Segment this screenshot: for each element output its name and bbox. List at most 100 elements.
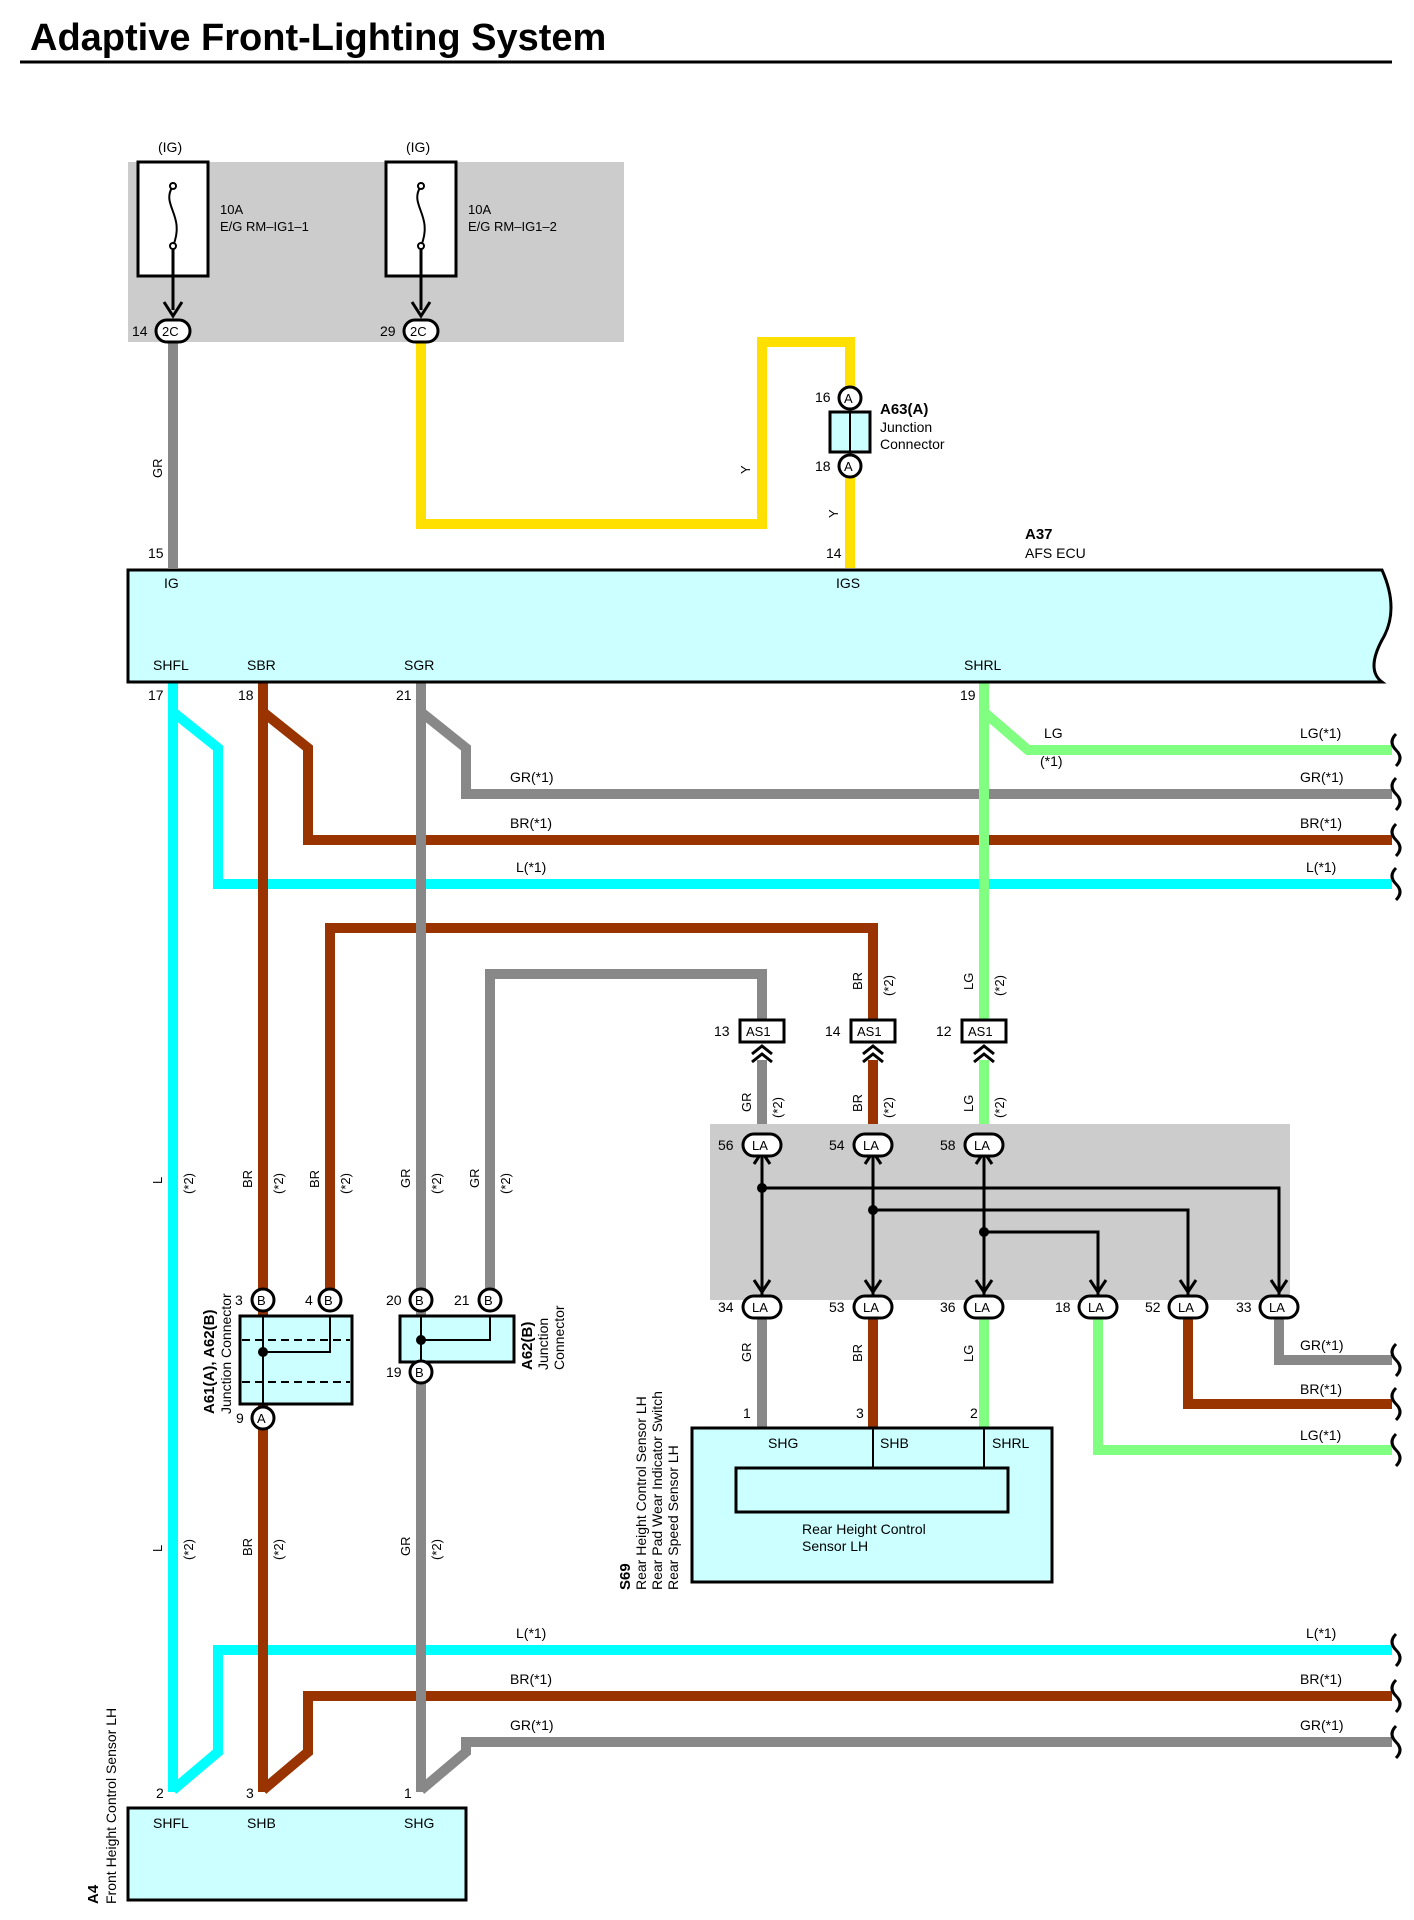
a63-id: A63(A) [880,401,928,418]
a61-pin-3: 3 [235,1292,243,1308]
svg-text:(*2): (*2) [338,1173,353,1194]
as1-12-chevron-icon [973,1044,995,1064]
fuse-1-name: E/G RM–IG1–1 [220,219,309,234]
svg-text:18: 18 [1055,1299,1071,1315]
svg-text:Rear Height Control Sensor LH: Rear Height Control Sensor LH [633,1396,649,1590]
fuse-1-icon [168,185,178,247]
label-lg-as1-top: LG [961,973,976,990]
a4-pin-3: 3 [246,1785,254,1801]
label-br1-mid-b: BR(*1) [510,1671,552,1687]
svg-text:(*2): (*2) [881,975,896,996]
label-lg: LG [1044,725,1063,741]
svg-text:(*2): (*2) [429,1173,444,1194]
svg-text:58: 58 [940,1137,956,1153]
fuse-1-arrow-icon [162,301,184,319]
svg-text:A: A [257,1411,266,1426]
engine-room-relay-block [128,162,624,342]
svg-text:(*2): (*2) [271,1173,286,1194]
label-br1-right-b: BR(*1) [1300,1671,1342,1687]
svg-text:(*2): (*2) [181,1539,196,1560]
label-l1-mid: L(*1) [516,859,546,875]
svg-text:52: 52 [1145,1299,1161,1315]
connector-la-33: LA 33 [1236,1294,1300,1320]
label-l-lower: L [150,1545,165,1552]
a62-pin-21: 21 [454,1292,470,1308]
svg-text:LA: LA [863,1300,879,1315]
svg-text:(*2): (*2) [770,1097,785,1118]
wire-br-la52-out [1183,1316,1392,1409]
s69-term-shg: SHG [768,1435,798,1451]
fuse-2-arrow-icon [410,301,432,319]
ecu-pin-18: 18 [238,687,254,703]
connector-as1-13: AS1 13 [714,1018,786,1064]
a61-id: A61(A), A62(B) [201,1310,218,1414]
svg-text:(*2): (*2) [992,975,1007,996]
wire-l-branch-bottom [169,1645,1392,1794]
connector-la-58: LA 58 [940,1132,1005,1158]
s69-term-shb: SHB [880,1435,909,1451]
svg-text:LA: LA [1088,1300,1104,1315]
ecu-term-shrl: SHRL [964,657,1002,673]
label-gr1-mid-b: GR(*1) [510,1717,554,1733]
label-gr1-right-b: GR(*1) [1300,1717,1344,1733]
fuse-2-name: E/G RM–IG1–2 [468,219,557,234]
svg-text:AS1: AS1 [857,1024,882,1039]
label-gr-upper-2: GR [467,1169,482,1189]
a4-id: A4 [85,1884,102,1904]
svg-text:AS1: AS1 [746,1024,771,1039]
rear-height-control-sensor-s69: SHG SHB SHRL 1 3 2 Rear Height Control S… [617,1391,1054,1590]
ecu-id: A37 [1025,526,1053,543]
wire-gr-branch-top [417,708,1392,799]
label-l-upper: L [150,1177,165,1184]
s69-pin-2: 2 [970,1405,978,1421]
connector-la-36: LA 36 [940,1294,1005,1320]
ecu-pin-21: 21 [396,687,412,703]
fuse-eg-rm-ig1-1: (IG) 10A E/G RM–IG1–1 [136,139,309,319]
wire-lg-branch-top [980,708,1392,755]
connector-2c-29: 2C 29 [380,318,440,344]
junction-connector-a62: B B B 20 21 19 A62(B) Junction Connector [386,1287,567,1385]
label-lg-la-s69: LG [961,1345,976,1362]
connector-as1-12: AS1 12 [936,1018,1008,1064]
a4-pin-2: 2 [156,1785,164,1801]
fuse-2-circuit: (IG) [406,139,430,155]
svg-text:LA: LA [974,1138,990,1153]
a4-term-shb: SHB [247,1815,276,1831]
wire-gr-la33-out [1274,1316,1392,1365]
svg-text:29: 29 [380,323,396,339]
connector-la-18: LA 18 [1055,1294,1119,1320]
break-marks [1390,732,1402,1760]
fuse-eg-rm-ig1-2: (IG) 10A E/G RM–IG1–2 [384,139,557,319]
label-br-upper-2: BR [307,1170,322,1188]
svg-text:13: 13 [714,1023,730,1039]
a63-pin-18: 18 [815,458,831,474]
ecu-pin-19: 19 [960,687,976,703]
a4-term-shg: SHG [404,1815,434,1831]
label-gr-ig: GR [150,459,165,479]
svg-text:Connector: Connector [551,1305,567,1370]
label-lg1-la18: LG(*1) [1300,1427,1341,1443]
svg-text:(*2): (*2) [271,1539,286,1560]
svg-text:Rear Pad Wear Indicator Switch: Rear Pad Wear Indicator Switch [649,1391,665,1590]
svg-text:A: A [844,459,853,474]
label-lg1-right: LG(*1) [1300,725,1341,741]
svg-text:LA: LA [1269,1300,1285,1315]
svg-text:56: 56 [718,1137,734,1153]
ecu-term-sgr: SGR [404,657,434,673]
la-bus-nodes [757,1183,989,1237]
label-l1-mid-b: L(*1) [516,1625,546,1641]
label-gr-as1-la: GR [739,1093,754,1113]
label-y-2: Y [826,509,841,518]
wire-br-branch-top [259,708,1392,845]
svg-text:B: B [324,1293,333,1308]
svg-text:36: 36 [940,1299,956,1315]
connector-la-53: LA 53 [829,1294,894,1320]
a61-name: Junction Connector [218,1293,234,1414]
a4-name: Front Height Control Sensor LH [103,1708,119,1904]
svg-text:(*2): (*2) [429,1539,444,1560]
fuse-1-rating: 10A [220,202,243,217]
svg-text:54: 54 [829,1137,845,1153]
fuse-2-rating: 10A [468,202,491,217]
svg-text:LA: LA [752,1138,768,1153]
label-gr1-la33: GR(*1) [1300,1337,1344,1353]
